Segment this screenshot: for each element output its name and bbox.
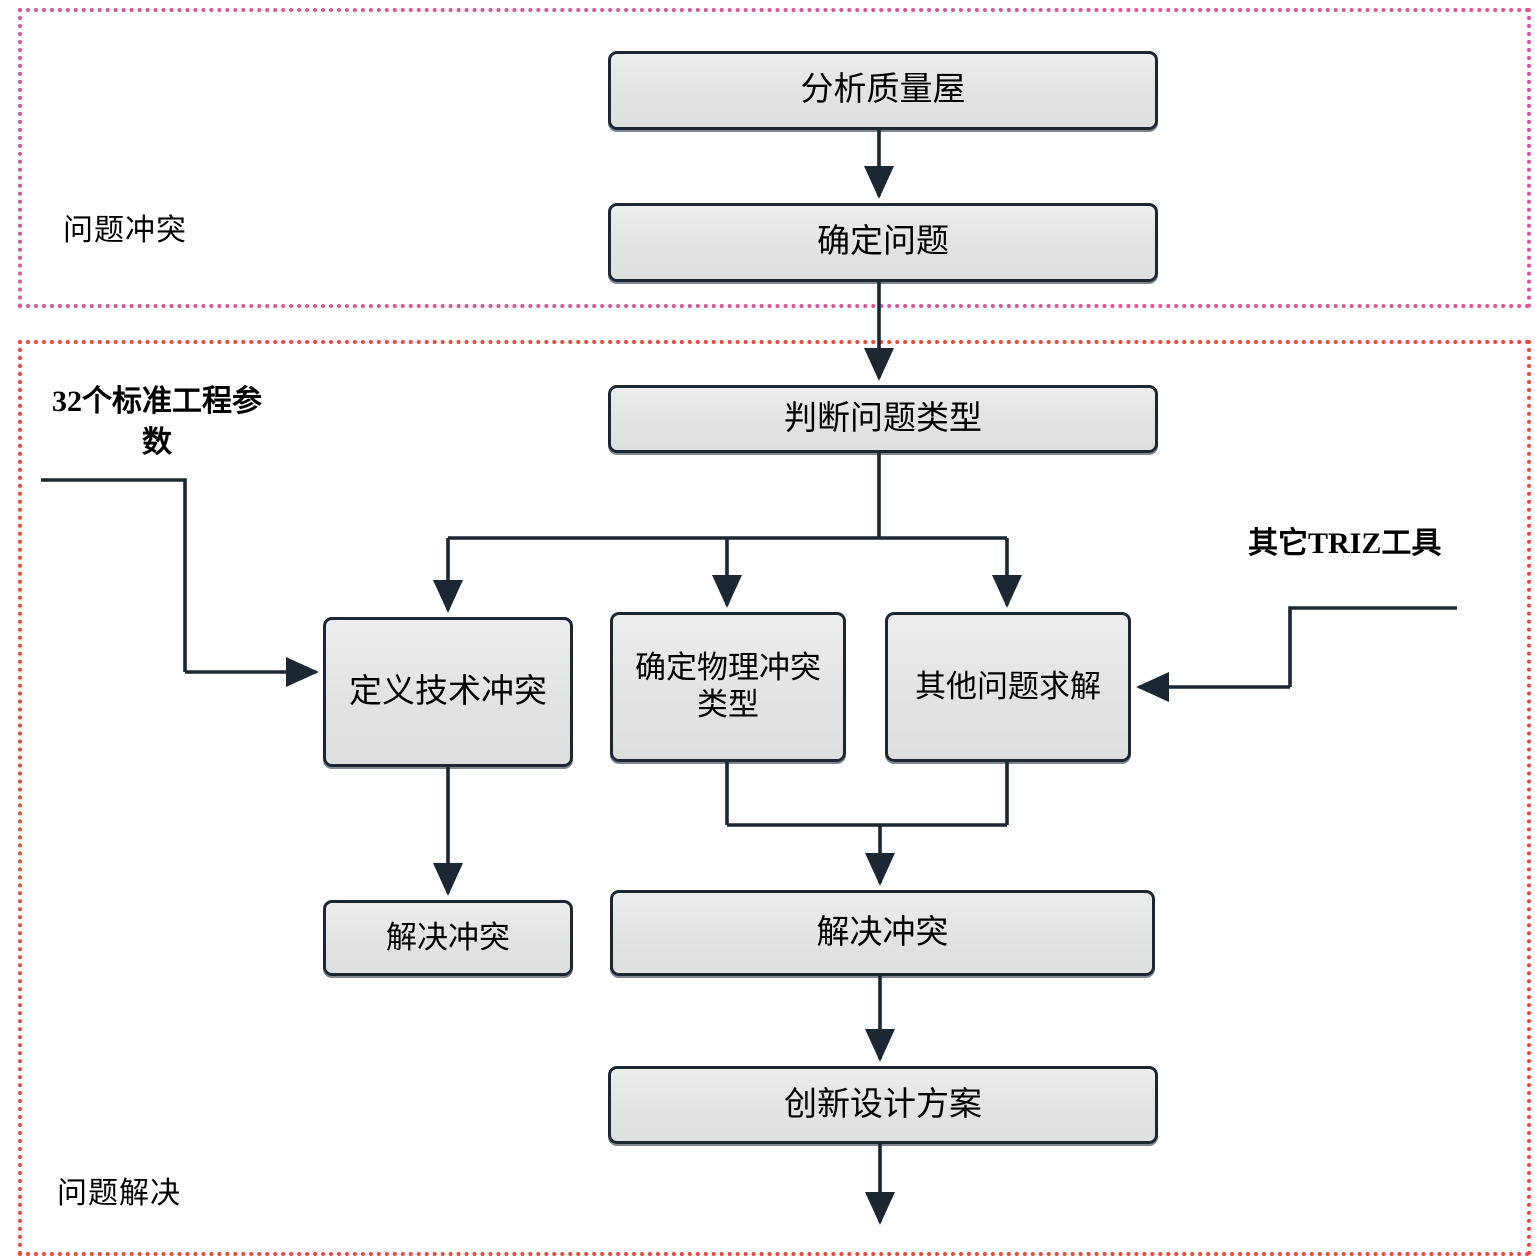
node-label: 解决冲突 [816, 914, 949, 951]
annotation-standard-parameters: 32个标准工程参数 [52, 385, 262, 459]
region-label-problem-solution: 问题解决 [57, 1177, 181, 1210]
region-problem-conflict [18, 8, 1531, 308]
rail-merge-resolve2 [725, 762, 1009, 827]
node-label: 分析质量屋 [800, 72, 966, 109]
region-problem-solution [18, 340, 1531, 1256]
node-label: 定义技术冲突 [349, 673, 547, 710]
node-label: 其他问题求解 [915, 668, 1101, 704]
region-label-problem-conflict: 问题冲突 [63, 214, 187, 247]
rail-standard-parameters [41, 478, 187, 672]
node-resolve-conflict-main[interactable]: 解决冲突 [610, 890, 1155, 976]
node-analyze-house-of-quality[interactable]: 分析质量屋 [608, 51, 1158, 130]
connector-rails [41, 453, 1457, 827]
rail-other-triz-tools [1288, 606, 1457, 687]
node-judge-problem-type[interactable]: 判断问题类型 [608, 385, 1158, 453]
node-label: 确定物理冲突类型 [635, 650, 821, 722]
node-label: 确定问题 [817, 224, 949, 261]
node-determine-physical-conflict-type[interactable]: 确定物理冲突类型 [610, 612, 846, 762]
node-innovative-design-plan[interactable]: 创新设计方案 [608, 1066, 1158, 1144]
arrow-group [185, 130, 1290, 1225]
node-label: 创新设计方案 [784, 1086, 982, 1123]
rail-type-split [448, 453, 1007, 540]
node-define-technical-conflict[interactable]: 定义技术冲突 [323, 617, 573, 767]
annotation-other-triz-tools: 其它TRIZ工具 [1248, 527, 1442, 560]
node-label: 解决冲突 [386, 919, 510, 955]
node-determine-problem[interactable]: 确定问题 [608, 203, 1158, 282]
node-other-problem-solving[interactable]: 其他问题求解 [885, 612, 1131, 762]
node-label: 判断问题类型 [784, 400, 982, 437]
node-resolve-conflict-technical[interactable]: 解决冲突 [323, 900, 573, 976]
